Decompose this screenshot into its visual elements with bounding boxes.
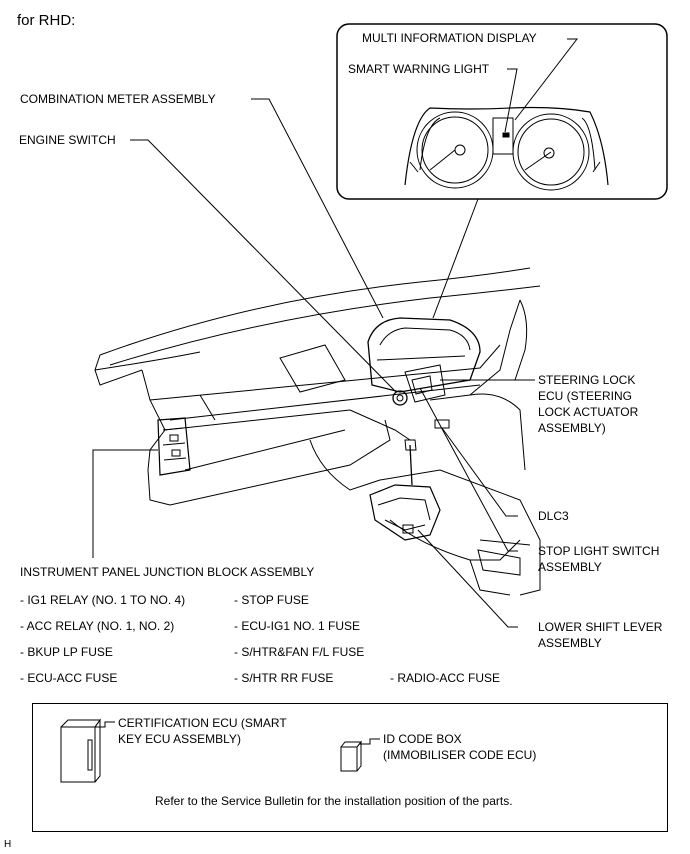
junction-block bbox=[157, 417, 191, 476]
meter-inset-frame bbox=[336, 23, 668, 200]
label-id-code-box-2: (IMMOBILISER CODE ECU) bbox=[383, 748, 537, 762]
service-bulletin-note: Refer to the Service Bulletin for the in… bbox=[155, 794, 513, 808]
label-certification-ecu-2: KEY ECU ASSEMBLY) bbox=[118, 732, 241, 746]
label-lower-shift-lever-1: LOWER SHIFT LEVER bbox=[538, 620, 663, 634]
fuse-item: - IG1 RELAY (NO. 1 TO NO. 4) bbox=[20, 593, 186, 607]
certification-ecu-drawing bbox=[60, 726, 96, 783]
label-stop-light-switch-1: STOP LIGHT SWITCH bbox=[538, 544, 660, 558]
fuse-item: - S/HTR&FAN F/L FUSE bbox=[234, 645, 365, 659]
label-stop-light-switch-2: ASSEMBLY bbox=[538, 560, 602, 574]
label-id-code-box-1: ID CODE BOX bbox=[383, 732, 462, 746]
smart-warning-light-mark bbox=[502, 132, 510, 138]
fuse-item: - ACC RELAY (NO. 1, NO. 2) bbox=[20, 619, 175, 633]
label-junction-block: INSTRUMENT PANEL JUNCTION BLOCK ASSEMBLY bbox=[20, 565, 315, 579]
label-multi-information-display: MULTI INFORMATION DISPLAY bbox=[362, 31, 537, 45]
parts-note-box bbox=[32, 703, 668, 832]
fuse-item: - BKUP LP FUSE bbox=[20, 645, 113, 659]
fuse-item: - RADIO-ACC FUSE bbox=[390, 671, 501, 685]
lower-shift-lever-assembly bbox=[369, 484, 441, 541]
label-steering-lock-3: LOCK ACTUATOR bbox=[538, 405, 639, 419]
fuse-item: - S/HTR RR FUSE bbox=[234, 671, 334, 685]
steering-lock-ecu bbox=[404, 364, 446, 403]
label-lower-shift-lever-2: ASSEMBLY bbox=[538, 636, 602, 650]
id-code-box-drawing bbox=[340, 746, 358, 772]
fuse-item: - ECU-ACC FUSE bbox=[20, 671, 118, 685]
label-steering-lock-2: ECU (STEERING bbox=[538, 389, 633, 403]
label-smart-warning-light: SMART WARNING LIGHT bbox=[348, 62, 490, 76]
engine-switch-knob bbox=[392, 390, 408, 406]
dlc3-connector bbox=[434, 419, 450, 429]
label-steering-lock-1: STEERING LOCK bbox=[538, 373, 636, 387]
combination-meter-assembly bbox=[367, 317, 481, 393]
label-combination-meter: COMBINATION METER ASSEMBLY bbox=[20, 92, 216, 106]
multi-info-display-screen bbox=[492, 117, 514, 155]
page-title: for RHD: bbox=[17, 12, 76, 29]
label-steering-lock-4: ASSEMBLY) bbox=[538, 421, 606, 435]
meter-outline bbox=[404, 106, 609, 186]
label-dlc3: DLC3 bbox=[538, 509, 569, 523]
fuse-item: - STOP FUSE bbox=[234, 593, 309, 607]
label-engine-switch: ENGINE SWITCH bbox=[19, 133, 116, 147]
fuse-item: - ECU-IG1 NO. 1 FUSE bbox=[234, 619, 361, 633]
figure-code: H bbox=[4, 839, 12, 850]
label-certification-ecu-1: CERTIFICATION ECU (SMART bbox=[118, 716, 287, 730]
